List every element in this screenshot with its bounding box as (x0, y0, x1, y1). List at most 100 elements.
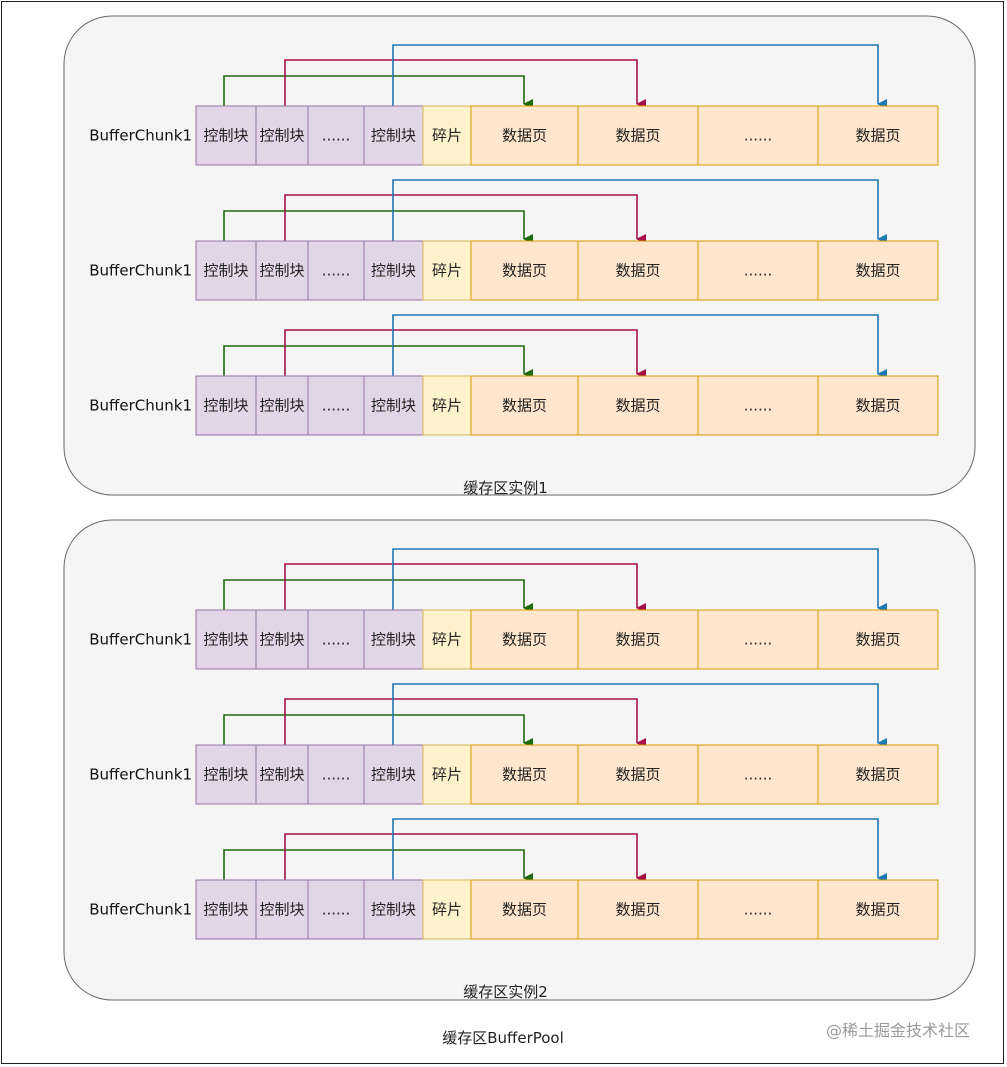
control-block-label: ...... (322, 901, 351, 919)
control-block-label: 控制块 (371, 901, 416, 919)
control-block-cell (195, 375, 257, 436)
control-to-page-arrow-red (284, 329, 646, 379)
fragment-label: 碎片 (432, 397, 462, 415)
control-to-page-arrow-red (284, 59, 646, 109)
control-to-page-arrow-red (284, 833, 646, 883)
data-page-label: ...... (744, 127, 773, 145)
data-page-label: 数据页 (502, 262, 547, 280)
data-page-cell (577, 609, 699, 670)
control-block-label: 控制块 (203, 901, 248, 919)
control-block-cell (363, 744, 424, 805)
data-page-label: 数据页 (855, 262, 900, 280)
buffer-chunk-label: BufferChunk1 (89, 766, 192, 784)
control-block-label: 控制块 (259, 397, 304, 415)
control-to-page-arrow-red (284, 563, 646, 613)
control-block-label: 控制块 (203, 631, 248, 649)
control-block-label: ...... (322, 631, 351, 649)
data-page-label: 数据页 (855, 631, 900, 649)
control-to-page-arrow-red (284, 698, 646, 748)
control-block-label: ...... (322, 127, 351, 145)
data-page-cell (697, 240, 819, 301)
control-to-page-arrow-red (284, 194, 646, 244)
control-to-page-arrow-blue (392, 44, 887, 109)
data-page-cell (697, 744, 819, 805)
data-page-label: 数据页 (615, 631, 660, 649)
control-block-label: 控制块 (371, 262, 416, 280)
control-block-cell (307, 609, 365, 670)
data-page-cell (470, 609, 579, 670)
control-to-page-arrow-green (223, 579, 533, 613)
buffer-chunk-label: BufferChunk1 (89, 262, 192, 280)
control-block-label: 控制块 (259, 766, 304, 784)
buffer-chunk-label: BufferChunk1 (89, 127, 192, 145)
data-page-label: ...... (744, 397, 773, 415)
control-to-page-arrow-blue (392, 314, 887, 379)
control-block-cell (363, 879, 424, 940)
control-block-cell (255, 240, 309, 301)
control-block-label: ...... (322, 766, 351, 784)
control-block-cell (307, 240, 365, 301)
buffer-chunk-label: BufferChunk1 (89, 397, 192, 415)
data-page-label: 数据页 (615, 262, 660, 280)
data-page-cell (470, 240, 579, 301)
data-page-label: 数据页 (615, 901, 660, 919)
control-to-page-arrow-blue (392, 179, 887, 244)
data-page-label: 数据页 (502, 901, 547, 919)
fragment-cell (422, 105, 472, 166)
control-to-page-arrow-green (223, 210, 533, 244)
buffer-instance-caption: 缓存区实例2 (463, 983, 548, 1001)
fragment-label: 碎片 (432, 766, 462, 784)
control-block-cell (195, 744, 257, 805)
fragment-cell (422, 744, 472, 805)
data-page-cell (470, 375, 579, 436)
data-page-cell (470, 744, 579, 805)
control-to-page-arrow-green (223, 345, 533, 379)
control-block-label: 控制块 (203, 766, 248, 784)
control-block-label: 控制块 (203, 262, 248, 280)
data-page-label: 数据页 (615, 127, 660, 145)
control-block-cell (307, 105, 365, 166)
control-block-label: 控制块 (371, 127, 416, 145)
control-block-cell (255, 375, 309, 436)
control-block-cell (255, 879, 309, 940)
control-block-label: 控制块 (371, 631, 416, 649)
data-page-label: 数据页 (855, 901, 900, 919)
data-page-label: ...... (744, 901, 773, 919)
data-page-label: ...... (744, 631, 773, 649)
control-block-cell (195, 879, 257, 940)
data-page-label: 数据页 (615, 397, 660, 415)
data-page-cell (817, 105, 939, 166)
buffer-chunk-label: BufferChunk1 (89, 631, 192, 649)
control-block-label: 控制块 (259, 127, 304, 145)
data-page-cell (697, 375, 819, 436)
data-page-cell (697, 609, 819, 670)
control-block-cell (255, 744, 309, 805)
data-page-cell (817, 375, 939, 436)
fragment-cell (422, 879, 472, 940)
data-page-label: 数据页 (502, 631, 547, 649)
control-block-label: 控制块 (259, 631, 304, 649)
data-page-cell (817, 879, 939, 940)
fragment-label: 碎片 (432, 127, 462, 145)
control-to-page-arrow-green (223, 849, 533, 883)
data-page-cell (697, 879, 819, 940)
control-to-page-arrow-blue (392, 548, 887, 613)
data-page-label: 数据页 (855, 766, 900, 784)
control-block-label: ...... (322, 397, 351, 415)
control-block-cell (307, 375, 365, 436)
fragment-label: 碎片 (432, 631, 462, 649)
data-page-label: ...... (744, 262, 773, 280)
data-page-label: 数据页 (502, 766, 547, 784)
data-page-cell (577, 105, 699, 166)
data-page-label: 数据页 (502, 397, 547, 415)
buffer-instance-caption: 缓存区实例1 (463, 479, 548, 497)
data-page-cell (577, 240, 699, 301)
data-page-cell (817, 609, 939, 670)
control-block-label: 控制块 (259, 901, 304, 919)
fragment-label: 碎片 (432, 901, 462, 919)
data-page-label: 数据页 (615, 766, 660, 784)
control-to-page-arrow-blue (392, 683, 887, 748)
data-page-label: 数据页 (502, 127, 547, 145)
control-block-cell (195, 240, 257, 301)
